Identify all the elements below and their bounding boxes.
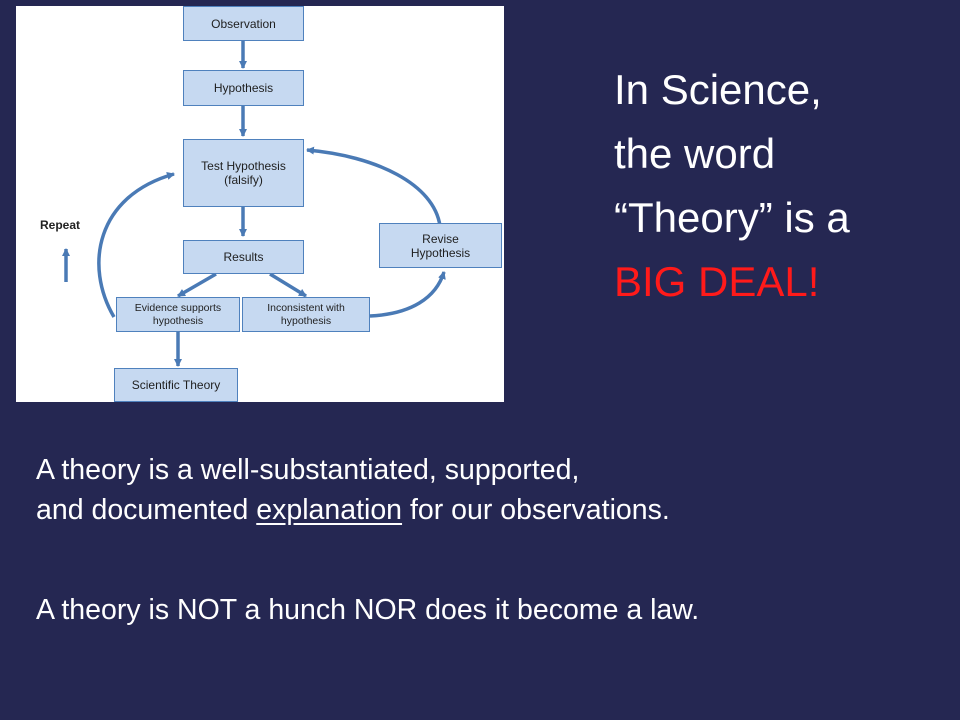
headline-accent: BIG DEAL!	[614, 258, 820, 305]
node-hypothesis: Hypothesis	[183, 70, 304, 106]
definition-text-after: for our observations.	[402, 494, 670, 526]
definition-text-before: and documented	[36, 494, 257, 526]
flowchart-panel: Observation Hypothesis Test Hypothesis (…	[16, 6, 504, 402]
arrow-results-evidence	[177, 272, 217, 298]
arrow-revise-test	[306, 146, 442, 227]
theory-definition: A theory is a well-substantiated, suppor…	[36, 450, 670, 530]
definition-underlined-word: explanation	[256, 494, 403, 526]
arrow-results-inconsistent	[269, 272, 307, 298]
headline-line-2: the word	[614, 130, 776, 177]
definition-line-2: and documented explanation for our obser…	[36, 490, 670, 530]
flowchart-connectors	[62, 41, 446, 367]
node-results: Results	[183, 240, 304, 274]
headline: In Science, the word “Theory” is a BIG D…	[614, 58, 954, 314]
node-observation: Observation	[183, 6, 304, 41]
node-scientific-theory: Scientific Theory	[114, 368, 238, 402]
node-inconsistent: Inconsistent with hypothesis	[242, 297, 370, 332]
theory-clarification: A theory is NOT a hunch NOR does it beco…	[36, 594, 700, 626]
definition-line-1: A theory is a well-substantiated, suppor…	[36, 454, 580, 486]
repeat-label: Repeat	[40, 218, 81, 232]
arrow-evidence-test-loop	[97, 172, 175, 318]
node-revise-hypothesis: Revise Hypothesis	[379, 223, 502, 268]
headline-line-1: In Science,	[614, 66, 822, 113]
headline-line-3: “Theory” is a	[614, 194, 850, 241]
arrow-inconsistent-revise	[369, 271, 446, 318]
node-evidence-supports: Evidence supports hypothesis	[116, 297, 240, 332]
node-test-hypothesis: Test Hypothesis (falsify)	[183, 139, 304, 207]
